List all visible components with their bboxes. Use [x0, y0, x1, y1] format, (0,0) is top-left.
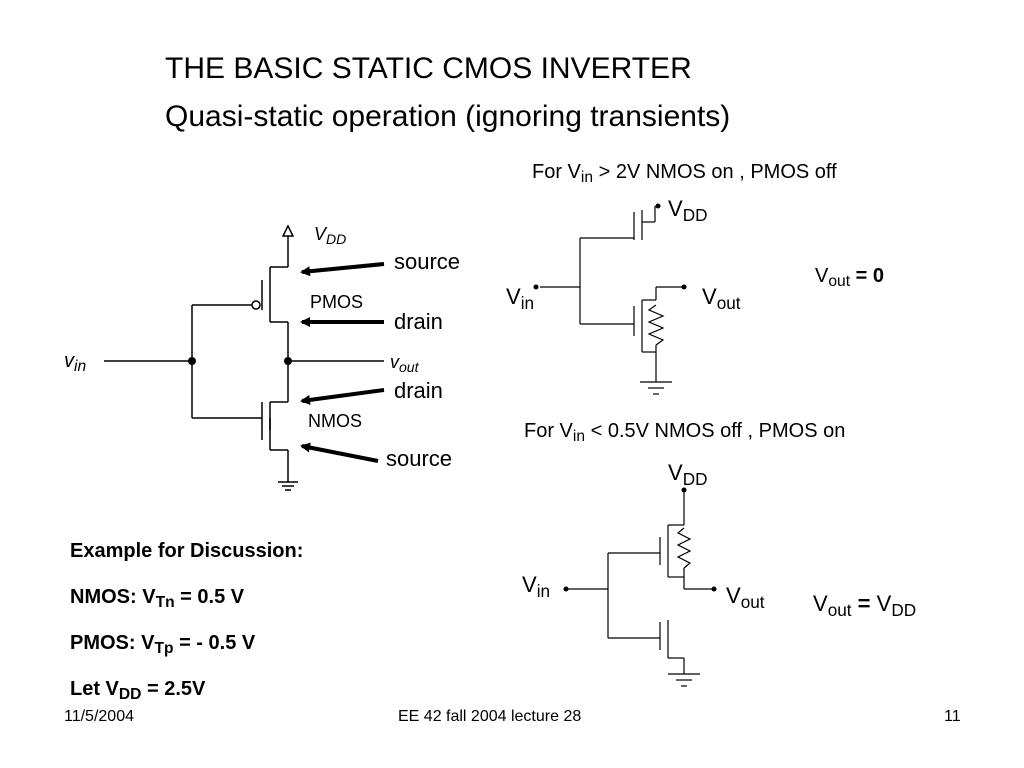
- left-vout-label: vout: [390, 352, 419, 375]
- nmos-drain-arrow: [300, 388, 385, 405]
- pmos-transistor: [192, 266, 288, 323]
- case-low-circuit: [566, 490, 714, 687]
- output-node-icon: [284, 357, 292, 365]
- ground-icon-high: [640, 381, 672, 395]
- pmos-source-label: source: [394, 249, 461, 274]
- case-low-condition: For Vin < 0.5V NMOS off , PMOS on: [524, 420, 846, 446]
- example-vdd-line: Let VDD = 2.5V: [70, 678, 206, 704]
- slide-title: THE BASIC STATIC CMOS INVERTER: [165, 52, 692, 85]
- nmos-on-resistor-icon: [647, 304, 665, 346]
- vdd-supply-icon: [281, 224, 295, 237]
- pmos-source-arrow: [300, 262, 385, 277]
- slide-subtitle: Quasi-static operation (ignoring transie…: [165, 100, 731, 133]
- nmos-transistor: [192, 401, 288, 451]
- left-vdd-label: VDD: [314, 224, 347, 247]
- nmos-source-arrow: [300, 442, 379, 463]
- example-heading: Example for Discussion:: [70, 540, 304, 562]
- case-high-vout-label: Vout: [702, 284, 741, 313]
- pmos-gate-bubble-icon: [251, 300, 261, 310]
- case-high-vdd-label: VDD: [668, 196, 708, 225]
- case-low-vin-label: Vin: [522, 572, 551, 601]
- pmos-on-resistor-icon: [676, 527, 692, 569]
- left-vin-label: vin: [64, 350, 87, 376]
- nmos-label: NMOS: [308, 411, 362, 431]
- pmos-drain-label: drain: [394, 309, 443, 334]
- case-high-condition: For Vin > 2V NMOS on , PMOS off: [532, 161, 837, 187]
- example-nmos-line: NMOS: VTn = 0.5 V: [70, 586, 245, 612]
- case-high-vin-label: Vin: [506, 284, 535, 313]
- footer-date: 11/5/2004: [64, 708, 134, 725]
- footer-course: EE 42 fall 2004 lecture 28: [398, 708, 582, 725]
- case-high-result: Vout = 0: [815, 265, 884, 291]
- case-low-vout-label: Vout: [726, 583, 765, 612]
- nmos-drain-label: drain: [394, 378, 443, 403]
- footer-page-number: 11: [944, 708, 961, 725]
- example-pmos-line: PMOS: VTp = - 0.5 V: [70, 632, 256, 658]
- ground-icon-low: [668, 673, 700, 687]
- nmos-source-label: source: [386, 446, 453, 471]
- ground-icon: [278, 481, 298, 491]
- case-high-circuit: [540, 206, 684, 395]
- pmos-label: PMOS: [310, 292, 364, 312]
- case-low-result: Vout = VDD: [813, 591, 917, 620]
- case-low-vdd-label: VDD: [668, 460, 708, 489]
- left-inverter: [104, 224, 384, 491]
- input-node-icon: [188, 357, 196, 365]
